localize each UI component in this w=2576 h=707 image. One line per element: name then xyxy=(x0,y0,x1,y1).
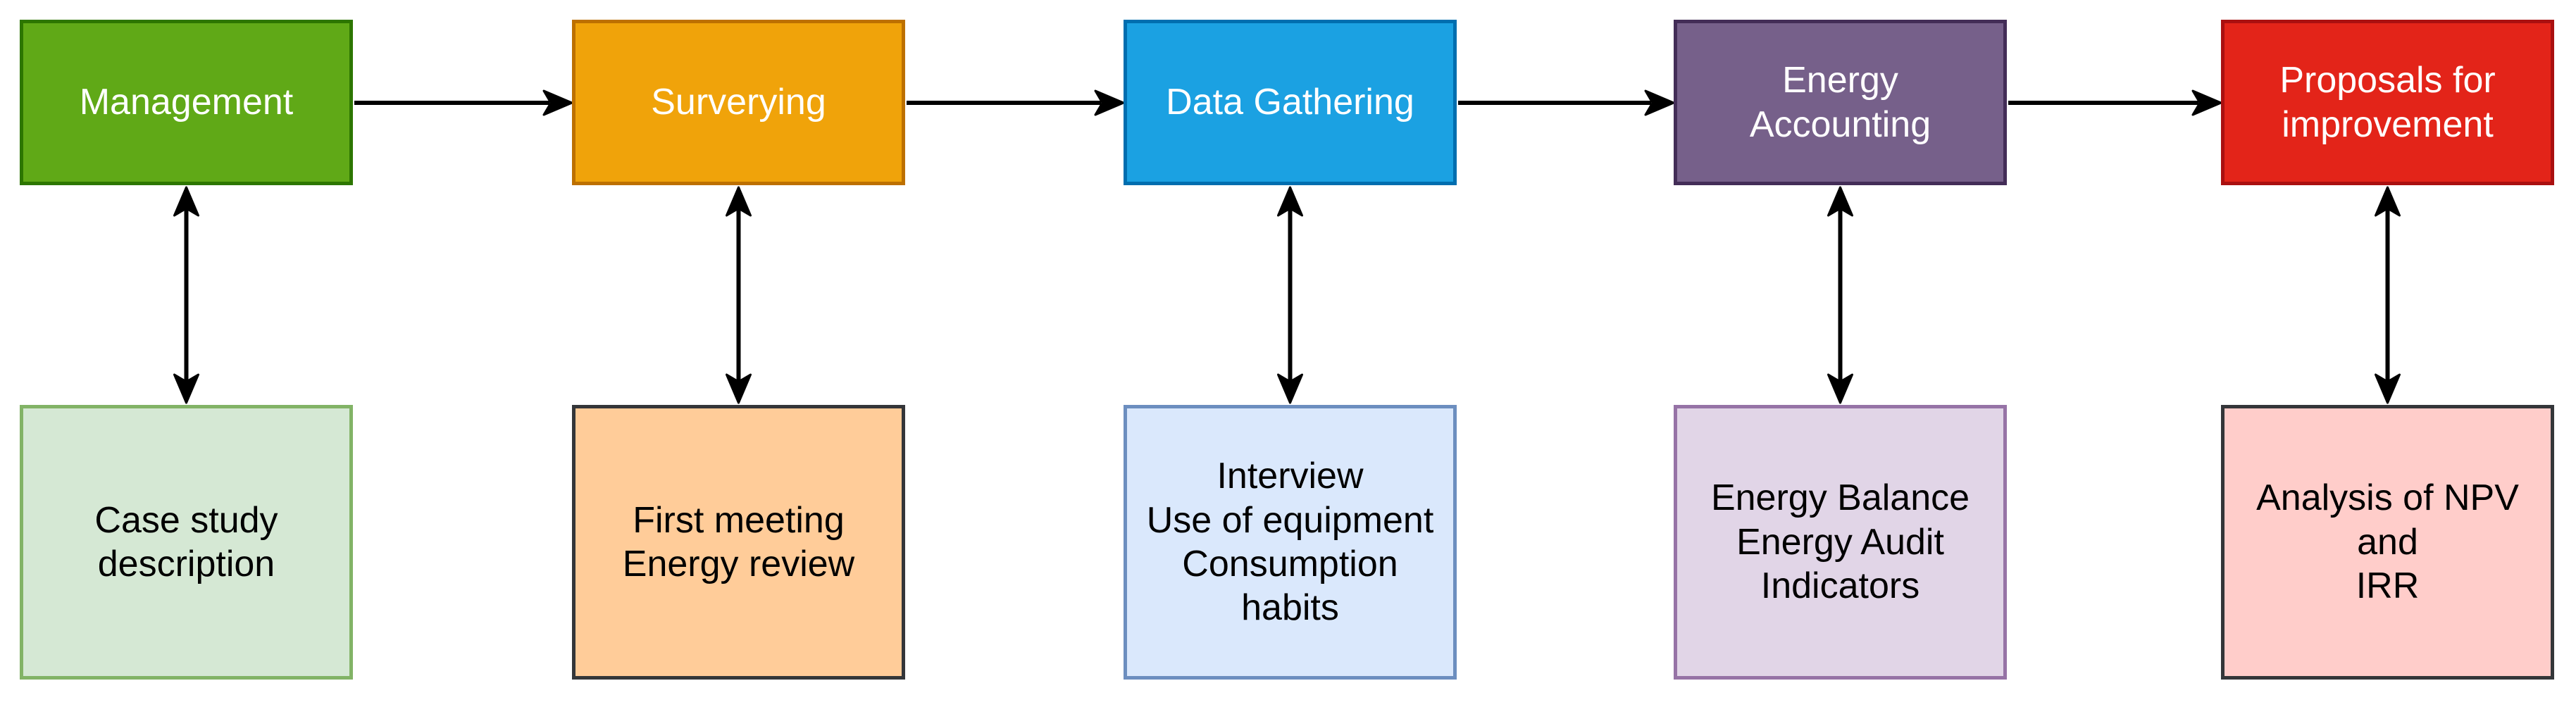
arrowhead-right-icon xyxy=(1644,89,1675,116)
detail-label-analysis-npv-irr: Analysis of NPV and IRR xyxy=(2256,477,2519,607)
arrowhead-up-icon xyxy=(173,186,199,217)
arrowhead-down-icon xyxy=(1827,373,1853,404)
arrowhead-up-icon xyxy=(726,186,752,217)
arrowhead-up-icon xyxy=(1277,186,1303,217)
arrow-management-case-study xyxy=(173,186,199,404)
stage-label-energy-accounting: Energy Accounting xyxy=(1749,60,1931,145)
arrow-proposals-analysis xyxy=(2375,186,2401,404)
detail-box-energy-balance: Energy Balance Energy Audit Indicators xyxy=(1674,405,2007,680)
stage-label-data-gathering: Data Gathering xyxy=(1166,82,1414,123)
detail-label-first-meeting: First meeting Energy review xyxy=(622,499,855,584)
stage-label-proposals: Proposals for improvement xyxy=(2279,60,2496,145)
arrow-surveying-to-data-gathering xyxy=(907,89,1125,116)
arrowhead-down-icon xyxy=(2375,373,2401,404)
arrow-energy-accounting-balance xyxy=(1827,186,1853,404)
stage-box-data-gathering: Data Gathering xyxy=(1124,20,1457,185)
detail-label-case-study: Case study description xyxy=(94,499,278,584)
arrow-management-to-surveying xyxy=(354,89,573,116)
arrowhead-up-icon xyxy=(1827,186,1853,217)
stage-box-proposals: Proposals for improvement xyxy=(2221,20,2554,185)
arrow-data-gathering-to-energy-accounting xyxy=(1458,89,1675,116)
stage-box-energy-accounting: Energy Accounting xyxy=(1674,20,2007,185)
arrowhead-down-icon xyxy=(726,373,752,404)
detail-box-analysis-npv-irr: Analysis of NPV and IRR xyxy=(2221,405,2554,680)
arrowhead-right-icon xyxy=(1094,89,1125,116)
arrowhead-down-icon xyxy=(1277,373,1303,404)
detail-label-interview: Interview Use of equipment Consumption h… xyxy=(1146,456,1434,629)
detail-box-case-study: Case study description xyxy=(20,405,353,680)
arrowhead-down-icon xyxy=(173,373,199,404)
stage-box-surveying: Surverying xyxy=(572,20,905,185)
arrow-data-gathering-interview xyxy=(1277,186,1303,404)
arrowhead-right-icon xyxy=(542,89,573,116)
arrowhead-right-icon xyxy=(2191,89,2222,116)
arrow-energy-accounting-to-proposals xyxy=(2008,89,2222,116)
detail-label-energy-balance: Energy Balance Energy Audit Indicators xyxy=(1710,477,1970,607)
detail-box-first-meeting: First meeting Energy review xyxy=(572,405,905,680)
arrowhead-up-icon xyxy=(2375,186,2401,217)
arrow-surveying-first-meeting xyxy=(726,186,752,404)
stage-box-management: Management xyxy=(20,20,353,185)
stage-label-surveying: Surverying xyxy=(651,82,826,123)
stage-label-management: Management xyxy=(79,82,294,123)
detail-box-interview: Interview Use of equipment Consumption h… xyxy=(1124,405,1457,680)
